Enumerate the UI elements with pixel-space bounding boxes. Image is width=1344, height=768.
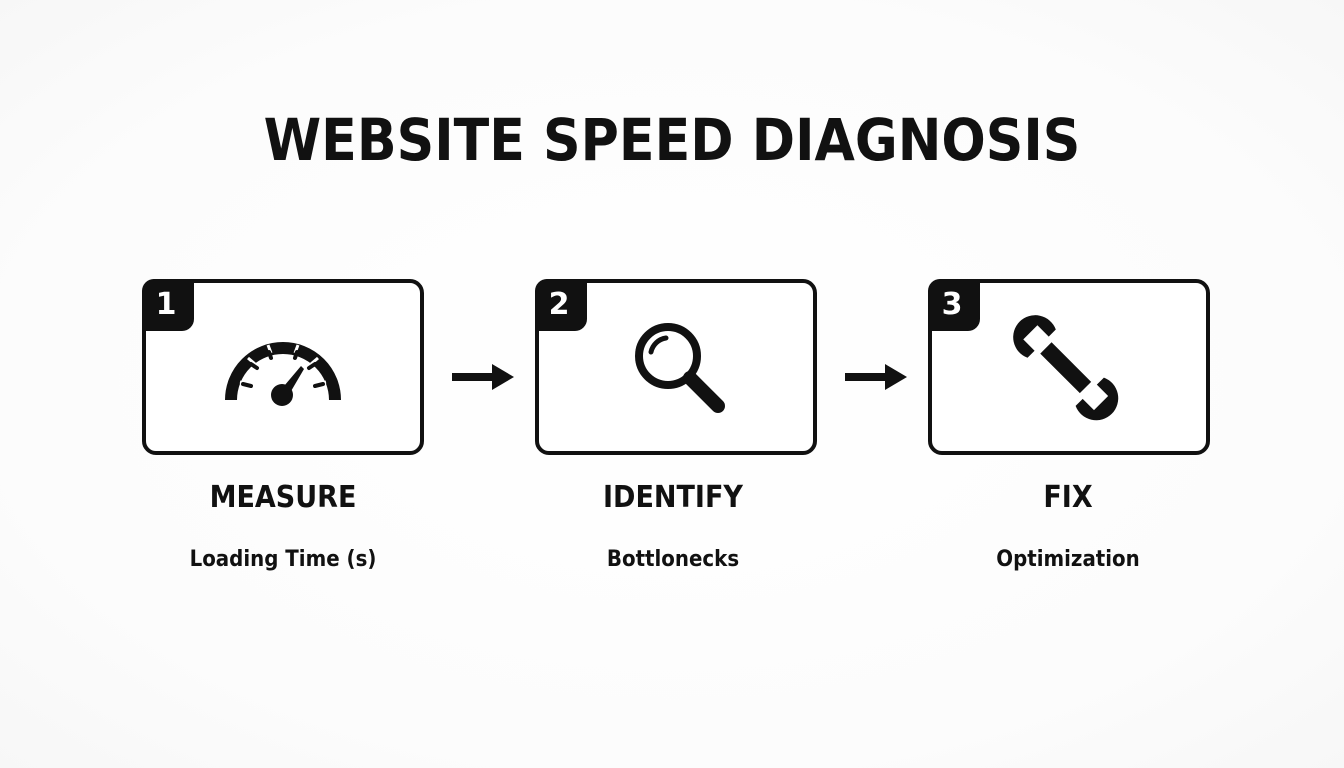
step-number-badge: 3 (928, 279, 980, 331)
step-sublabel-measure: Loading Time (s) (189, 547, 377, 572)
step-sublabel-fix: Optimization (996, 547, 1140, 572)
step-label-fix: FIX (1043, 480, 1093, 515)
step-label-identify: IDENTIFY (603, 480, 743, 515)
step-card-identify: 2 (535, 279, 817, 455)
wrench-icon (1013, 315, 1119, 421)
arrow-right-icon (452, 364, 514, 390)
step-label-measure: MEASURE (209, 480, 357, 515)
step-card-measure: 1 (142, 279, 424, 455)
speedometer-icon (225, 342, 341, 406)
step-number-badge: 2 (535, 279, 587, 331)
step-sublabel-identify: Bottlonecks (606, 547, 740, 572)
diagram-title: WEBSITE SPEED DIAGNOSIS (263, 106, 1081, 174)
step-card-fix: 3 (928, 279, 1210, 455)
arrow-right-icon (845, 364, 907, 390)
step-number-badge: 1 (142, 279, 194, 331)
magnifying-glass-icon (635, 323, 725, 413)
